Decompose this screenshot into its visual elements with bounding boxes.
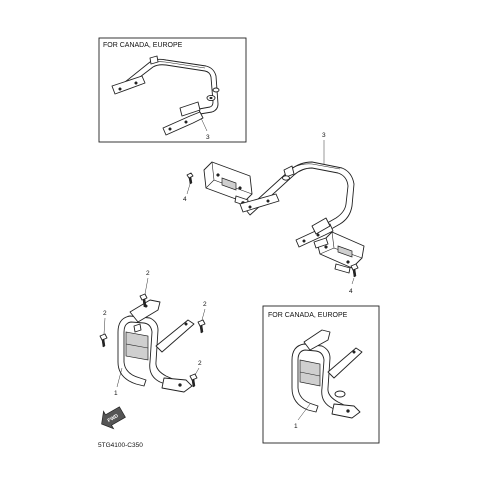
- guard-assembly: 2 2 2 2 1: [99, 270, 207, 397]
- guard-top-callout: 2: [146, 270, 150, 277]
- guard-leader: [116, 367, 123, 388]
- bottom-inset-frame: [262, 305, 380, 444]
- fwd-arrow-icon: FWD: [101, 406, 126, 430]
- bolt-guard-top-2: [139, 293, 148, 308]
- main-grab-bar-callout: 3: [322, 132, 326, 139]
- guard-top-leader: [144, 277, 149, 295]
- bolt-guard-mid-2: [197, 319, 206, 334]
- bolt-left-4: [186, 172, 194, 185]
- bottom-inset-panel: FOR CANADA, EUROPE 1: [262, 305, 380, 444]
- top-inset-grab-bar: [111, 55, 220, 136]
- bolt-guard-low-2: [189, 373, 198, 388]
- guard-mid-leader: [201, 308, 206, 321]
- bottom-inset-title: FOR CANADA, EUROPE: [268, 312, 348, 319]
- bolt-left-leader: [186, 183, 191, 195]
- bolt-right-callout: 4: [349, 288, 353, 295]
- diagram-code: 5TG4100-C350: [98, 442, 143, 449]
- guard-low-callout: 2: [198, 360, 202, 367]
- bottom-inset-leader: [297, 403, 311, 421]
- top-inset-leader: [200, 117, 208, 132]
- main-grab-bar: [239, 161, 355, 248]
- top-inset-title: FOR CANADA, EUROPE: [103, 42, 183, 49]
- guard-low-leader: [194, 367, 200, 376]
- bolt-right-leader: [351, 277, 355, 285]
- main-grab-bar-assembly: 3 4 4: [183, 132, 365, 295]
- bolt-guard-left-2: [99, 333, 108, 348]
- guard-callout: 1: [114, 390, 118, 397]
- bolt-left-callout: 4: [183, 196, 187, 203]
- right-mount-bracket: [313, 231, 365, 274]
- top-inset-panel: FOR CANADA, EUROPE 3: [98, 37, 247, 143]
- bottom-inset-callout: 1: [294, 423, 298, 430]
- guard-left-leader: [103, 317, 106, 335]
- fwd-label: FWD: [107, 413, 120, 424]
- guard-left-callout: 2: [103, 310, 107, 317]
- guard-mid-callout: 2: [203, 301, 207, 308]
- bolt-right-4: [350, 263, 359, 278]
- bottom-inset-guard: [291, 329, 363, 419]
- guard: [117, 299, 195, 393]
- left-mount-bracket: [203, 161, 253, 207]
- top-inset-callout: 3: [206, 134, 210, 141]
